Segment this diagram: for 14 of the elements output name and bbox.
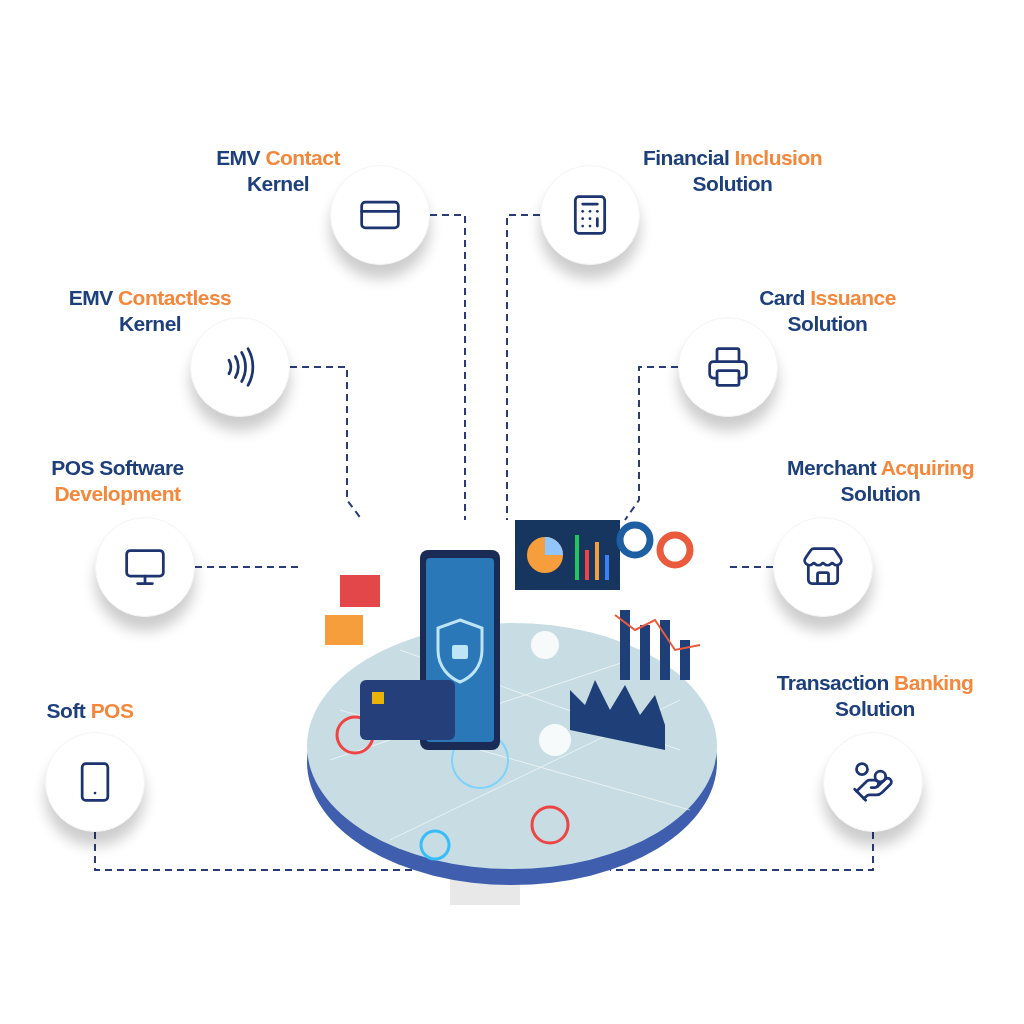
service-title: Card Issuance Solution — [758, 285, 897, 337]
dashed-connector — [506, 214, 541, 521]
dashed-connector — [624, 366, 679, 521]
service-title: EMV Contact Kernel — [215, 145, 342, 197]
service-title: Transaction Banking Solution — [775, 670, 975, 722]
service-title: EMV Contactless Kernel — [67, 285, 233, 337]
service-title: Merchant Acquiring Solution — [786, 455, 975, 507]
dashed-connector — [609, 831, 874, 871]
service-title: POS Software Development — [50, 455, 185, 507]
dashed-connector — [429, 214, 466, 521]
service-title: Financial Inclusion Solution — [641, 145, 824, 197]
dashed-connector — [194, 566, 301, 568]
service-title: Soft POS — [45, 698, 135, 724]
dashed-connector — [94, 831, 415, 871]
